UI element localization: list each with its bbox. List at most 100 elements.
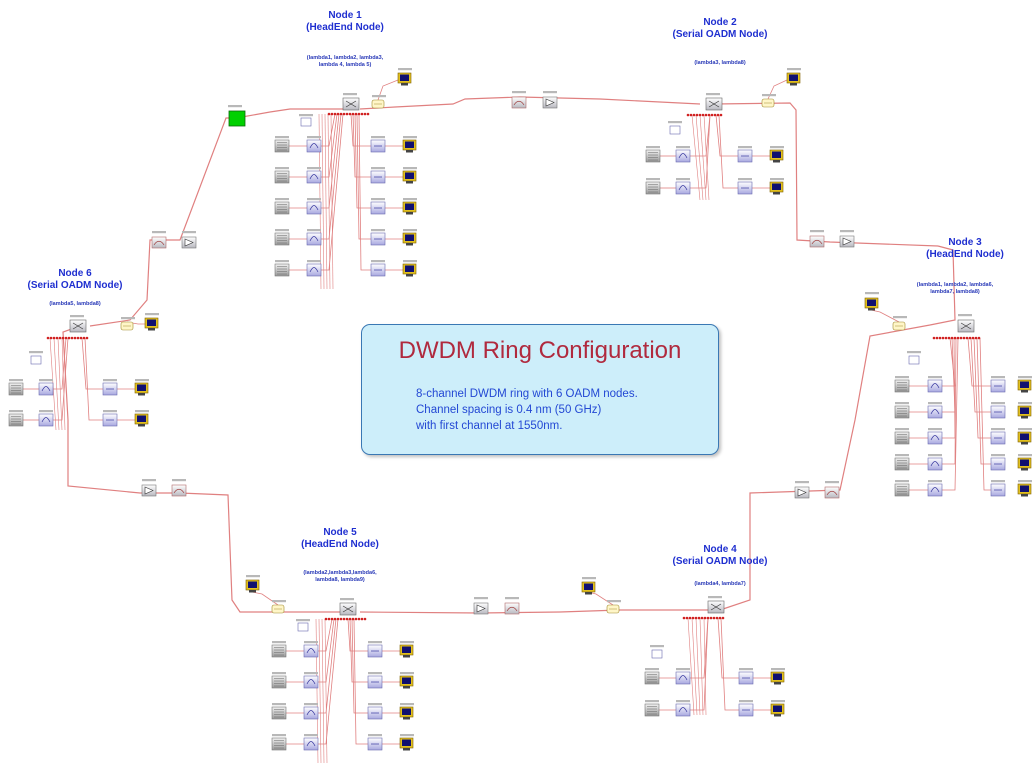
scope-icon	[399, 675, 414, 689]
port-dot	[947, 336, 951, 340]
transmitter-body	[8, 382, 24, 396]
component-caption	[739, 668, 753, 671]
fan-wire	[703, 617, 707, 716]
fiber-coil	[153, 240, 165, 246]
port-dot	[67, 336, 71, 340]
filter-body	[306, 170, 322, 184]
scope-stand	[138, 424, 145, 427]
component-caption	[371, 229, 385, 232]
scope-icon	[1017, 457, 1032, 471]
component-caption	[307, 198, 321, 201]
port-dot	[932, 336, 936, 340]
port-dot	[52, 336, 56, 340]
port-dot	[698, 113, 702, 117]
component-caption	[275, 136, 289, 139]
port-dot	[704, 113, 708, 117]
scope-icon	[769, 181, 784, 195]
amplifier-triangle	[545, 98, 555, 107]
port-dot	[339, 112, 343, 116]
node-5-name: Node 5	[323, 527, 357, 538]
receiver-icon	[370, 201, 386, 215]
component-caption	[770, 178, 784, 181]
port-dot	[46, 336, 50, 340]
component-caption	[895, 376, 909, 379]
port-dot	[709, 616, 713, 620]
transmitter-body	[645, 181, 661, 195]
scope-screen	[400, 74, 409, 81]
receiver-icon	[367, 675, 383, 689]
component-caption	[991, 454, 1005, 457]
add-branch-wire	[942, 337, 956, 387]
amplifier-triangle	[476, 604, 486, 613]
filter-icon	[927, 483, 943, 497]
transmitter-body	[8, 413, 24, 427]
component-caption	[582, 577, 596, 580]
component-caption	[771, 668, 785, 671]
scope-stand	[403, 655, 410, 658]
component-caption	[991, 402, 1005, 405]
add-branch-wire	[690, 617, 709, 711]
amplifier-triangle	[842, 237, 852, 246]
filter-body	[306, 201, 322, 215]
filter-body	[675, 703, 691, 717]
transmitter-icon	[894, 457, 910, 471]
port-dot	[333, 617, 337, 621]
scope-icon	[402, 232, 417, 246]
drop-branch-wire	[350, 113, 371, 147]
probe-icon	[30, 355, 42, 365]
component-caption	[307, 136, 321, 139]
node-3-name: Node 3	[948, 237, 982, 248]
port-dot	[76, 336, 80, 340]
component-caption	[39, 379, 53, 382]
add-branch-wire	[942, 337, 959, 491]
fan-wire	[327, 113, 331, 290]
port-dot	[719, 113, 723, 117]
oadm-cross	[342, 605, 354, 613]
port-dot	[716, 113, 720, 117]
port-dot	[324, 617, 328, 621]
scope-icon	[770, 671, 785, 685]
component-caption	[135, 379, 149, 382]
add-branch-wire	[318, 618, 337, 714]
filter-curve	[306, 710, 316, 716]
amplifier-triangle	[797, 488, 807, 497]
scope-icon	[581, 581, 596, 595]
port-dot	[959, 336, 963, 340]
drop-branch-wire	[973, 337, 991, 439]
receiver-icon	[370, 170, 386, 184]
port-dot	[688, 616, 692, 620]
oadm-cross	[960, 322, 972, 330]
scope-screen	[405, 234, 414, 241]
filter-curve	[678, 153, 688, 159]
port-dot	[977, 336, 981, 340]
probe-icon	[651, 649, 663, 659]
scope-stand	[1021, 416, 1028, 419]
node-3-lambdas: (lambda1, lambda2, lambda6, lambda7, lam…	[895, 282, 1015, 296]
drop-branch-wire	[354, 113, 371, 209]
fiber-link-body	[171, 484, 187, 497]
port-dot	[965, 336, 969, 340]
filter-body	[675, 181, 691, 195]
fan-wire	[695, 114, 704, 201]
fiber-link-icon	[824, 486, 840, 499]
scope-icon	[769, 149, 784, 163]
component-caption	[304, 641, 318, 644]
filter-body	[927, 379, 943, 393]
component-caption	[895, 428, 909, 431]
filter-body	[303, 644, 319, 658]
port-dot	[695, 113, 699, 117]
transmitter-icon	[645, 149, 661, 163]
port-dot	[58, 336, 62, 340]
oadm-mux-icon	[957, 319, 975, 333]
amplifier-icon	[141, 484, 157, 497]
probe-icon	[669, 125, 681, 135]
filter-body	[927, 457, 943, 471]
probe-icon	[300, 117, 312, 127]
component-caption	[865, 292, 879, 295]
scope-stand	[1021, 442, 1028, 445]
scope-screen	[137, 415, 146, 422]
port-dot	[360, 617, 364, 621]
component-caption	[474, 597, 488, 600]
component-caption	[706, 93, 720, 96]
